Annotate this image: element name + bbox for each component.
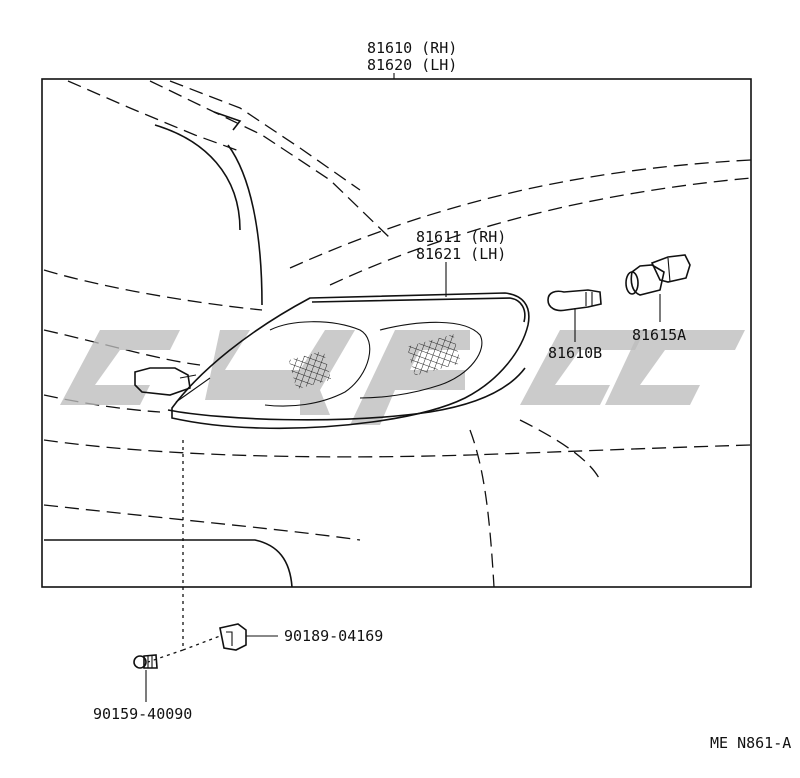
socket-label: 81615A (632, 326, 686, 344)
watermark: cpe (0, 0, 745, 425)
bulb-icon (547, 289, 602, 312)
watermark-text: cpe (0, 0, 2, 1)
bulb-label: 81610B (548, 344, 602, 362)
assembly-rh-label: 81610 (RH) (367, 39, 457, 57)
vehicle-body-outline (43, 80, 751, 587)
diagram-code: ME N861-A (710, 734, 791, 752)
screw-label: 90159-40090 (93, 705, 192, 723)
diagram-frame (41, 78, 752, 588)
clip-label: 90189-04169 (284, 627, 383, 645)
assembly-lh-label: 81620 (LH) (367, 56, 457, 74)
lamp-housing (134, 292, 530, 430)
socket-icon (625, 254, 691, 296)
lens-lh-label: 81621 (LH) (416, 245, 506, 263)
screw-icon (133, 654, 158, 669)
lens-rh-label: 81611 (RH) (416, 228, 506, 246)
clip-icon (219, 623, 247, 651)
assembly-dotted-line (147, 440, 184, 663)
